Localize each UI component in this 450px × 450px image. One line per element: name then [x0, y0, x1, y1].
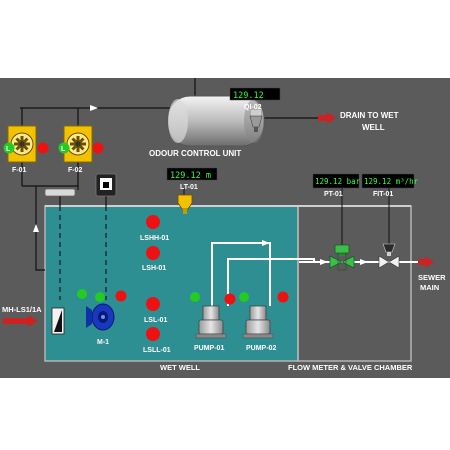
inlet-status-lamp — [77, 289, 87, 299]
lsl-01-tag: LSL-01 — [144, 317, 167, 324]
fan-f01-status-lamp — [3, 142, 15, 154]
mixer-tag: M-1 — [97, 339, 109, 346]
pump-02[interactable] — [242, 305, 274, 339]
fit-01-value: 129.12 m³/hr — [364, 177, 419, 186]
fan-f02-alarm-lamp — [92, 142, 104, 154]
flow-arrow-3 — [360, 259, 368, 265]
mixer-alarm-lamp — [115, 290, 127, 302]
pump-01-tag: PUMP-01 — [194, 345, 224, 352]
pump-01-alarm-lamp — [224, 293, 236, 305]
drain-label-line1: DRAIN TO WET — [340, 111, 399, 120]
pt-01-display[interactable]: 129.12 bar — [312, 173, 361, 189]
lsh-01-tag: LSH-01 — [142, 265, 166, 272]
drain-arrow — [318, 115, 328, 121]
pressure-transmitter — [334, 244, 350, 256]
inlet-label: MH-LS1/1A — [2, 305, 42, 314]
lsll-01-tag: LSLL-01 — [143, 347, 171, 354]
lsl-01-lamp — [146, 297, 160, 311]
duct-arrow-right — [90, 105, 98, 111]
fan-f02-status-lamp — [58, 142, 70, 154]
fan-f02[interactable] — [63, 125, 93, 163]
air-intake — [44, 188, 76, 300]
check-valve[interactable] — [329, 253, 355, 271]
chamber-label: FLOW METER & VALVE CHAMBER — [288, 363, 413, 372]
odour-control-unit-label: ODOUR CONTROL UNIT — [149, 149, 241, 158]
sewer-label-line1: SEWER — [418, 273, 446, 282]
pump-02-alarm-lamp — [277, 291, 289, 303]
lt-01-value: 129.12 m — [170, 171, 211, 181]
qi-02-display[interactable]: 129.12 — [229, 87, 281, 101]
fan-f01-status: L — [6, 146, 11, 153]
lshh-01-lamp — [146, 215, 160, 229]
lsll-01-lamp — [146, 327, 160, 341]
fan-f02-tag: F-02 — [68, 167, 83, 174]
inlet-valve[interactable] — [51, 307, 65, 335]
lsh-01-lamp — [146, 246, 160, 260]
flow-arrow-1 — [262, 240, 270, 246]
qi-02-tag: QI-02 — [244, 104, 262, 111]
duct-arrow-up — [33, 224, 39, 232]
sewer-label-line2: MAIN — [420, 283, 439, 292]
fan-f01-tag: F-01 — [12, 167, 27, 174]
lshh-01-tag: LSHH-01 — [140, 235, 169, 242]
pump-02-tag: PUMP-02 — [246, 345, 276, 352]
qi-02-value: 129.12 — [233, 91, 264, 101]
pt-01-value: 129.12 bar — [315, 177, 361, 186]
qi-02-sensor — [249, 110, 263, 132]
pt-01-tag: PT-01 — [324, 191, 343, 198]
pump-01[interactable] — [195, 305, 227, 339]
fit-01-tag: FIT-01 — [373, 191, 393, 198]
flow-arrow-2 — [320, 259, 328, 265]
mixer-m1[interactable] — [86, 303, 115, 331]
wet-well-label: WET WELL — [160, 363, 200, 372]
mixer-status-lamp — [95, 292, 105, 302]
inlet-arrow — [3, 318, 29, 324]
flow-meter — [378, 243, 400, 269]
pump-02-status-lamp — [239, 292, 249, 302]
pump-01-status-lamp — [190, 292, 200, 302]
drain-label-line2: WELL — [362, 123, 385, 132]
lt-01-display[interactable]: 129.12 m — [166, 167, 218, 181]
fan-f01-alarm-lamp — [37, 142, 49, 154]
fan-f02-status: L — [61, 146, 66, 153]
lt-01-tag: LT-01 — [180, 184, 198, 191]
sewer-arrow — [418, 259, 426, 265]
level-transmitter — [177, 194, 193, 214]
mixer-motor — [95, 173, 117, 300]
fit-01-display[interactable]: 129.12 m³/hr — [361, 173, 419, 189]
